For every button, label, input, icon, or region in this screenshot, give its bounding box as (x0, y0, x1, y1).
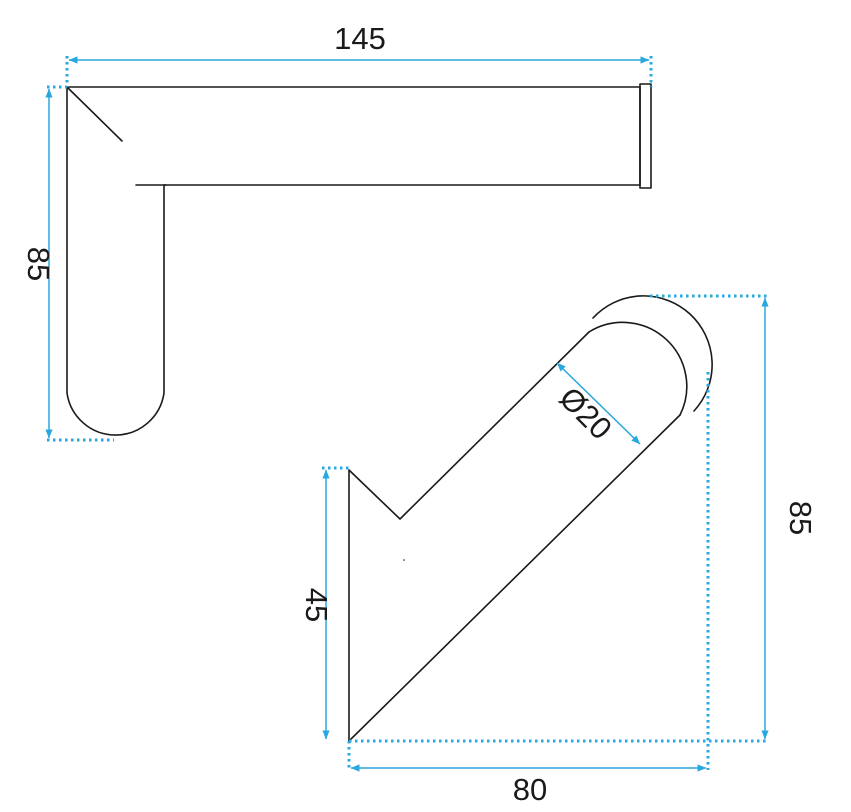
top-view-part (66, 83, 652, 436)
dimension-top-width: 145 (65, 21, 653, 87)
angled-view-round-end-rim (592, 295, 713, 412)
dimension-left-height: 45 (299, 466, 349, 740)
angled-view-part (348, 295, 713, 742)
dimension-bottom-width: 80 (347, 372, 710, 807)
top-view-end-cap (639, 83, 652, 189)
dimension-right-height: 85 (349, 294, 818, 743)
angled-view-center-mark (403, 559, 405, 561)
label-bottom-width: 80 (513, 772, 547, 807)
label-diameter: Ø20 (553, 380, 619, 446)
label-right-height: 85 (783, 501, 818, 535)
top-view-outline (66, 86, 641, 436)
top-view-bevel-line (67, 87, 123, 142)
label-top-width: 145 (334, 21, 386, 56)
angled-view-round-end (588, 321, 688, 416)
dimension-diameter: Ø20 (553, 362, 641, 446)
dimension-side-height: 85 (21, 85, 114, 442)
dim-line-diameter (556, 362, 641, 445)
label-left-height: 45 (299, 588, 334, 622)
label-side-height: 85 (21, 247, 56, 281)
angled-view-outline (348, 331, 681, 742)
